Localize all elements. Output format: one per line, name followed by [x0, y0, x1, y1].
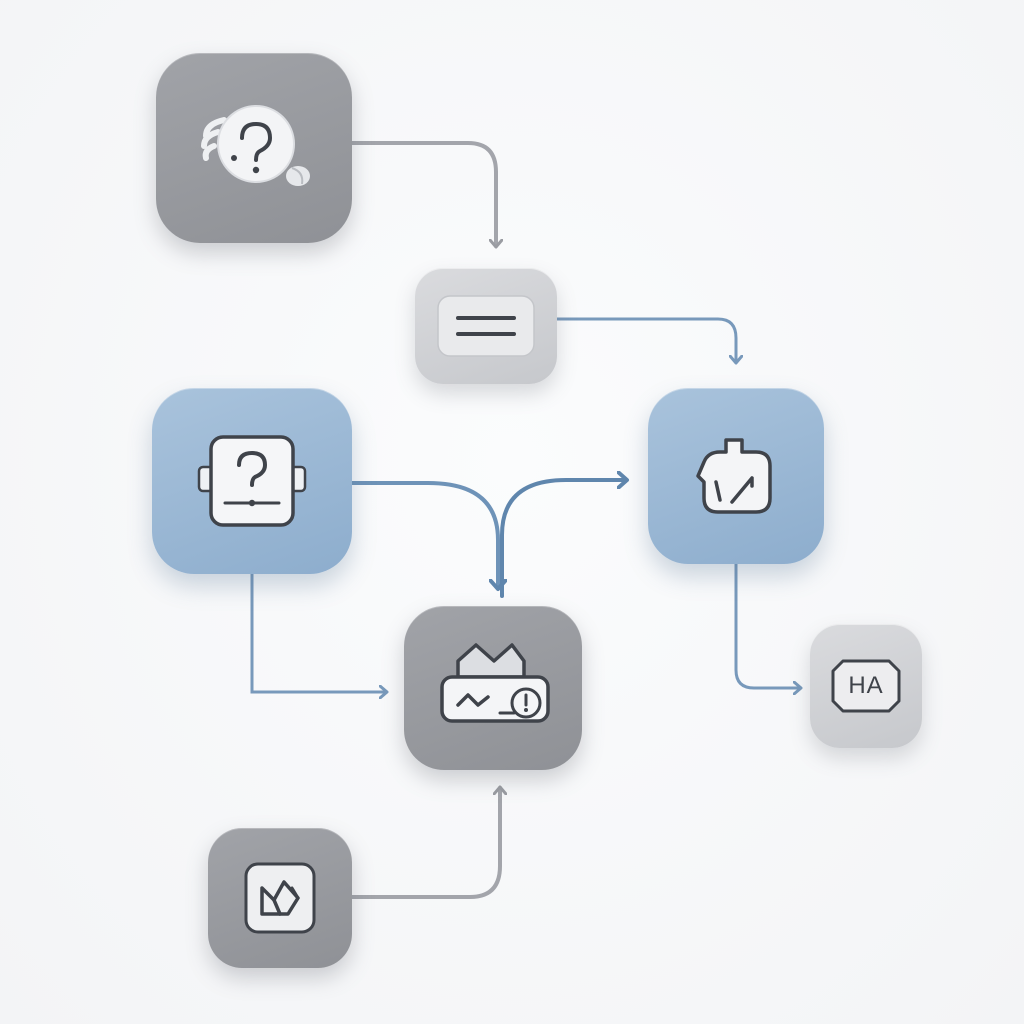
connector-shortcut-to-monitor [350, 788, 500, 899]
ha-node[interactable]: HA [810, 624, 922, 748]
menu-node[interactable] [415, 268, 557, 384]
connector-menu-to-tool [554, 317, 736, 362]
connector-tool-to-ha [734, 560, 800, 688]
connector-help-device-to-monitor-lower [250, 570, 386, 692]
menu-lines-icon [434, 292, 538, 360]
tool-icon [686, 426, 786, 526]
connector-monitor-to-tool [500, 480, 626, 598]
question-bubble-icon [194, 98, 314, 198]
shortcut-icon [240, 858, 320, 938]
question-device-icon [187, 431, 317, 531]
monitor-node[interactable] [404, 606, 582, 770]
monitor-wave-icon [428, 633, 558, 743]
connector-help-chat-to-menu [350, 141, 496, 246]
tool-node[interactable] [648, 388, 824, 564]
help-device-node[interactable] [152, 388, 352, 574]
ha-label: HA [848, 672, 884, 699]
ha-label-icon: HA [829, 657, 903, 715]
shortcut-node[interactable] [208, 828, 352, 968]
connector-help-device-to-monitor [350, 481, 498, 588]
help-chat-node[interactable] [156, 53, 352, 243]
